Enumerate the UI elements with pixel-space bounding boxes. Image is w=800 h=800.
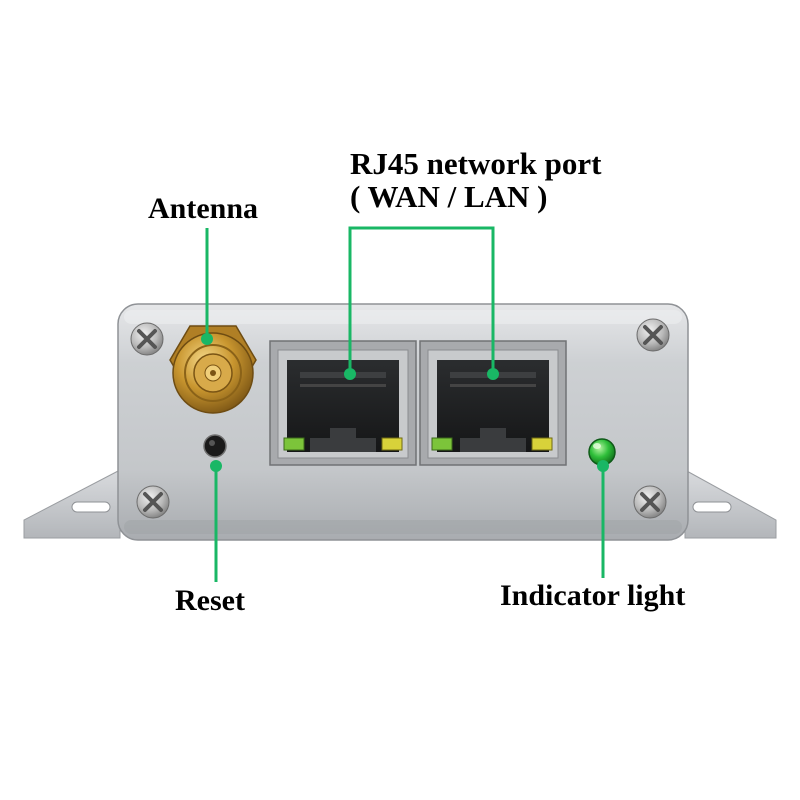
callout-line-rj45 <box>344 226 499 380</box>
rj45-port-label: RJ45 network port ( WAN / LAN ) <box>350 146 602 214</box>
callout-line-antenna <box>201 228 213 345</box>
status-led-icon <box>588 438 616 466</box>
phillips-screw-icon <box>636 318 670 352</box>
callout-line-indicator <box>597 460 609 578</box>
rj45-port-1 <box>269 340 417 466</box>
rj45-port-2 <box>419 340 567 466</box>
reset-label: Reset <box>175 584 245 617</box>
phillips-screw-icon <box>136 485 170 519</box>
phillips-screw-icon <box>633 485 667 519</box>
mounting-flange-left <box>23 469 121 539</box>
mounting-flange-right <box>684 469 777 539</box>
indicator-light-label: Indicator light <box>500 579 686 612</box>
rj45-port-label-line1: RJ45 network port <box>350 146 602 181</box>
callout-line-reset <box>210 460 222 582</box>
antenna-label: Antenna <box>148 192 259 225</box>
reset-pinhole-icon <box>203 434 227 458</box>
rj45-port-label-line2: ( WAN / LAN ) <box>350 178 548 214</box>
sma-connector-icon <box>169 325 257 414</box>
phillips-screw-icon <box>130 322 164 356</box>
